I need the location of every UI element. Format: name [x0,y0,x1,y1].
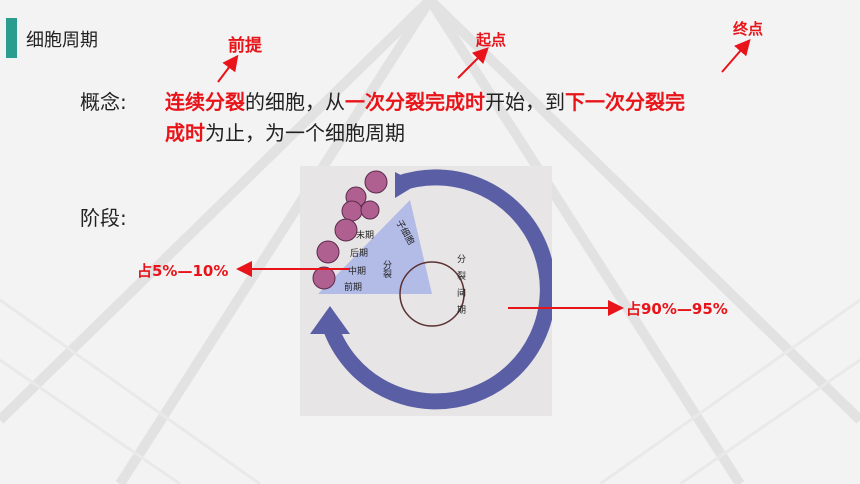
cell-icon [334,218,358,242]
mitosis-wedge [318,200,432,294]
title-accent-bar [6,18,17,58]
end-arrow [721,38,751,73]
interphase-circle [399,261,465,327]
end-annotation: 终点 [733,20,764,38]
concept-text-next-division: 下一次分裂完 [565,90,685,114]
label-anaphase: 后期 [350,248,368,259]
cell-icon [364,170,388,194]
concept-line-2: 成时为止，为一个细胞周期 [165,117,405,146]
premise-annotation: 前提 [228,36,262,56]
cell-icon [312,266,336,290]
concept-text-continuous-division: 连续分裂 [165,90,245,114]
slide-title: 细胞周期 [26,30,98,51]
mitosis-percent-annotation: 占5%—10% [137,262,229,280]
concept-text-division-complete: 一次分裂完成时 [345,90,485,114]
cycle-arrow-head [395,172,418,198]
interphase-arc [322,169,556,410]
start-annotation: 起点 [476,31,507,49]
stage-label: 阶段: [80,206,127,230]
premise-arrow [217,54,239,83]
cell-icon [316,240,340,264]
concept-text-complete-time: 成时 [165,121,205,145]
cell-cycle-svg: 子细胞 末期 后期 中期 前期 分裂 分裂间期 [310,169,556,410]
interphase-percent-annotation: 占90%—95% [626,300,728,318]
start-arrow [457,47,489,79]
label-telophase: 末期 [356,229,374,241]
label-division: 分裂 [381,260,392,279]
cell-icon [360,200,380,220]
concept-text-4: 开始，到 [485,90,565,114]
dividing-cells [312,170,388,290]
label-interphase: 分裂间期 [455,254,466,322]
label-metaphase: 中期 [348,265,366,277]
label-prophase: 前期 [344,281,362,293]
concept-label: 概念: [80,90,127,114]
concept-text-end: 为止，为一个细胞周期 [205,121,405,145]
cell-cycle-diagram: 子细胞 末期 后期 中期 前期 分裂 分裂间期 [300,166,556,416]
concept-text-2: 的细胞，从 [245,90,345,114]
concept-line-1: 连续分裂的细胞，从一次分裂完成时开始，到下一次分裂完 [165,86,685,115]
cycle-start-arrow [310,306,350,334]
